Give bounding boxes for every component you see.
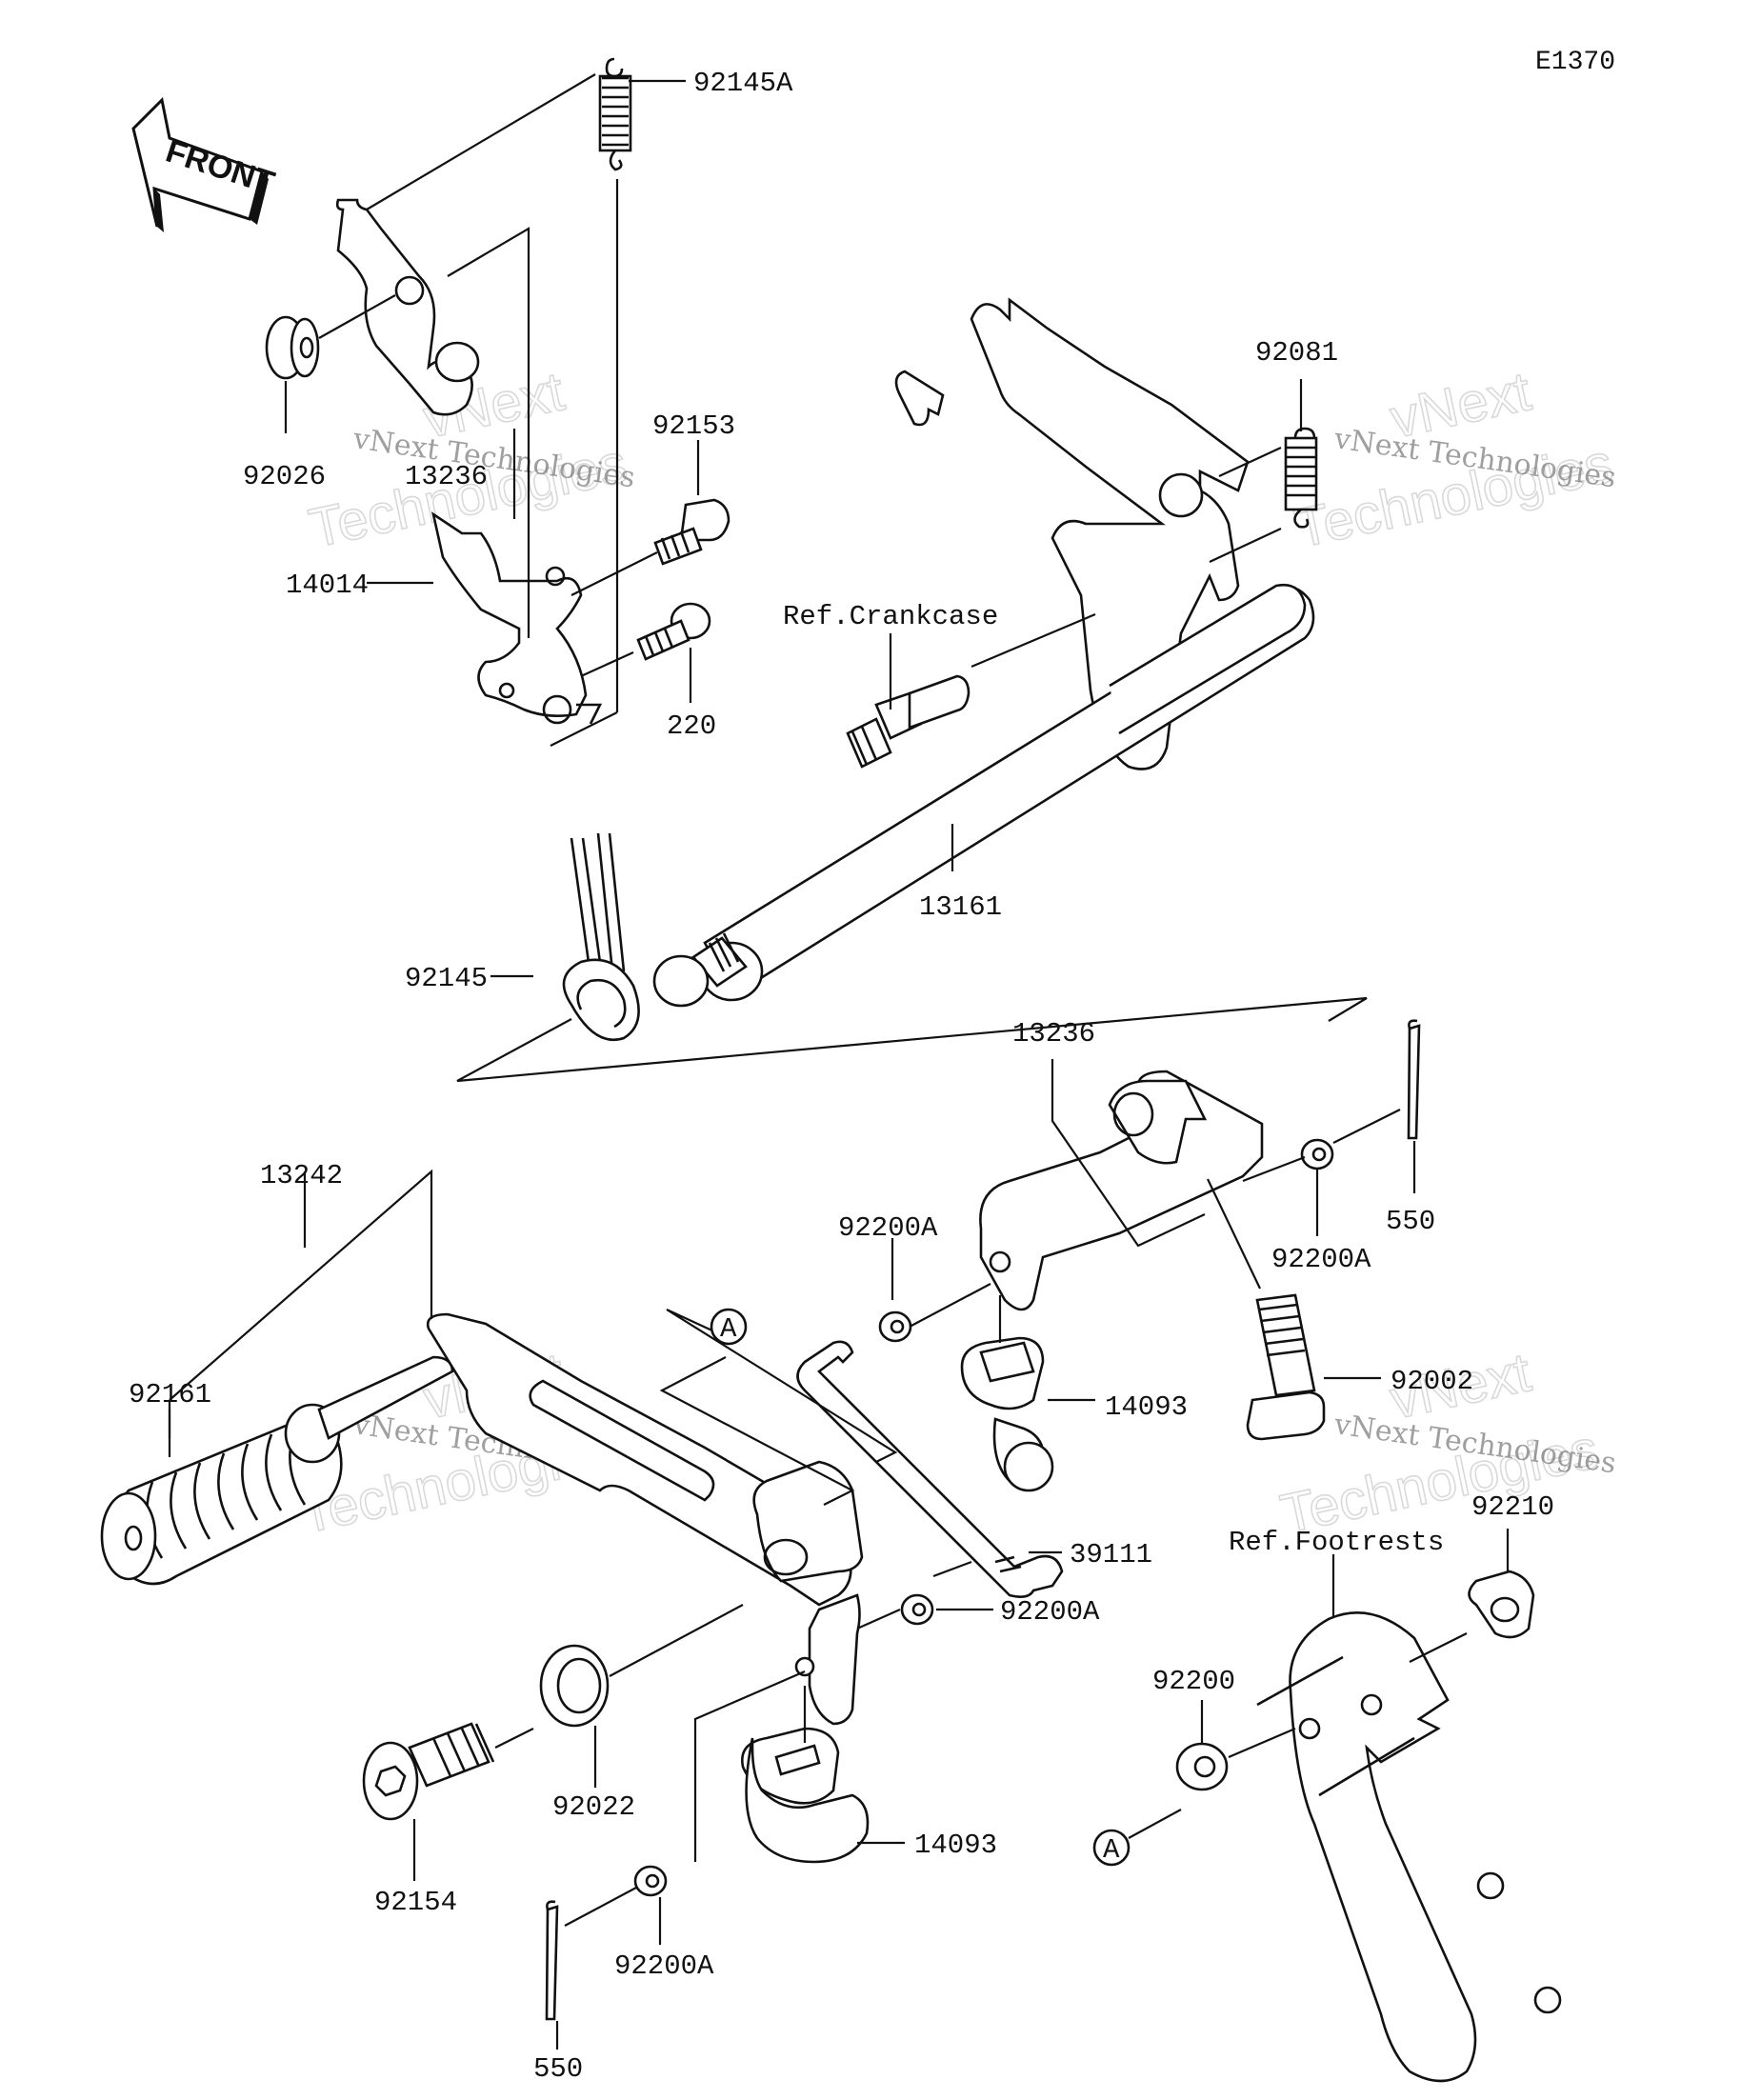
label-92145: 92145 bbox=[405, 963, 488, 994]
washer-92200A-3 bbox=[900, 1593, 934, 1626]
cotter-pin-550-lower bbox=[545, 1900, 559, 2021]
spring-92145A bbox=[598, 57, 632, 171]
label-92200A-right: 92200A bbox=[1271, 1244, 1371, 1275]
bolt-92002 bbox=[1246, 1293, 1326, 1441]
label-39111: 39111 bbox=[1070, 1539, 1152, 1570]
label-13236: 13236 bbox=[1012, 1018, 1095, 1050]
label-92153: 92153 bbox=[652, 410, 735, 442]
label-92200A-left: 92200A bbox=[838, 1212, 938, 1244]
rod-end-14093-upper bbox=[960, 1336, 1054, 1492]
washer-92200A-4 bbox=[633, 1865, 668, 1897]
label-14093-upper: 14093 bbox=[1105, 1391, 1188, 1423]
pedal-13242 bbox=[284, 1312, 864, 1726]
label-92210: 92210 bbox=[1471, 1491, 1554, 1523]
label-92026: 92026 bbox=[243, 461, 326, 492]
part-labels: 92145A 92026 13236 92153 14014 220 92081… bbox=[129, 68, 1554, 2085]
leader-lines bbox=[168, 73, 1510, 2050]
label-92161: 92161 bbox=[129, 1379, 211, 1410]
arm-13236-lower bbox=[979, 1070, 1264, 1311]
diagram-code: E1370 bbox=[1535, 48, 1615, 77]
label-550-upper: 550 bbox=[1386, 1206, 1435, 1237]
rod-39111 bbox=[796, 1340, 1064, 1598]
washer-92200A-2 bbox=[1300, 1138, 1334, 1170]
label-220: 220 bbox=[667, 710, 716, 742]
label-ref-footrests: Ref.Footrests bbox=[1229, 1527, 1444, 1558]
crankcase-stud bbox=[846, 674, 971, 769]
bolt-220 bbox=[636, 602, 711, 661]
spring-92145 bbox=[562, 832, 640, 1042]
washer-92022 bbox=[539, 1644, 610, 1728]
washer-92026 bbox=[265, 315, 320, 380]
label-550-lower: 550 bbox=[533, 2053, 583, 2085]
cotter-pin-550-upper bbox=[1407, 1019, 1421, 1140]
rod-end-14093-lower bbox=[741, 1727, 870, 1864]
bolt-92154 bbox=[362, 1722, 495, 1821]
front-arrow-icon: FRONT bbox=[131, 96, 279, 232]
label-92200A-mid: 92200A bbox=[1000, 1596, 1100, 1628]
bracket-14014 bbox=[431, 511, 603, 725]
bolt-92153 bbox=[653, 498, 730, 566]
callout-a-lower: A bbox=[1092, 1829, 1131, 1867]
watermark-top-left: Technologies vNext vNext Technologies bbox=[303, 360, 636, 561]
nut-92210 bbox=[1468, 1570, 1535, 1639]
svg-text:A: A bbox=[720, 1313, 737, 1345]
label-92154: 92154 bbox=[374, 1887, 457, 1918]
label-ref-crankcase: Ref.Crankcase bbox=[783, 601, 998, 632]
label-13242: 13242 bbox=[260, 1160, 343, 1191]
callout-a-upper: A bbox=[710, 1308, 748, 1346]
label-92200: 92200 bbox=[1152, 1666, 1235, 1697]
rubber-92161 bbox=[100, 1420, 343, 1586]
washer-92200A-1 bbox=[878, 1310, 912, 1343]
svg-text:A: A bbox=[1103, 1834, 1120, 1866]
label-92022: 92022 bbox=[552, 1791, 635, 1823]
label-92200A-lower: 92200A bbox=[614, 1950, 714, 1982]
label-14014: 14014 bbox=[286, 570, 369, 601]
watermark-top-right: Technologies vNext vNext Technologies bbox=[1289, 360, 1618, 561]
lever-plate-upper bbox=[335, 198, 480, 416]
label-92002: 92002 bbox=[1391, 1366, 1473, 1397]
label-13236-upper: 13236 bbox=[405, 461, 488, 492]
label-92145A: 92145A bbox=[693, 68, 793, 99]
washer-92200 bbox=[1175, 1742, 1229, 1791]
shaft-13161 bbox=[652, 583, 1315, 1008]
label-14093-lower: 14093 bbox=[914, 1830, 997, 1861]
label-13161: 13161 bbox=[919, 891, 1002, 923]
spring-92081 bbox=[1284, 427, 1318, 529]
label-92081: 92081 bbox=[1255, 337, 1338, 369]
footrest-bracket bbox=[1256, 1611, 1562, 2083]
